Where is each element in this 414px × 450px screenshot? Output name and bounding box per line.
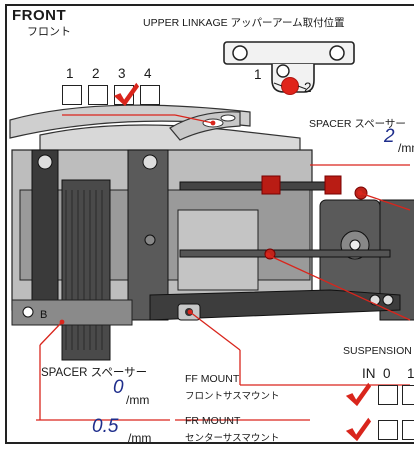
- ff-checkbox-0[interactable]: [378, 385, 398, 405]
- spacer-bottom-unit-1: /mm: [126, 393, 150, 407]
- spacer-bottom-unit-2: /mm: [128, 431, 152, 445]
- ff-checkmark-icon: [345, 382, 372, 407]
- chassis-illustration: B: [9, 104, 414, 361]
- position-number-2: 2: [92, 66, 100, 81]
- spacer-bottom-label: SPACER スペーサー: [41, 367, 148, 379]
- sheet-frame: [5, 4, 414, 444]
- ff-mount-label: FF MOUNT: [185, 373, 240, 385]
- spacer-top-unit: /mm: [398, 141, 414, 155]
- suspension-in-label: IN: [362, 366, 376, 381]
- fr-checkbox-0[interactable]: [378, 420, 398, 440]
- spacer-bottom-value-2: 0.5: [92, 416, 119, 437]
- suspension-number-0: 0: [383, 366, 391, 381]
- position-number-3: 3: [118, 66, 126, 81]
- suspension-number-1: 1: [407, 366, 414, 381]
- position-checkbox-2[interactable]: [88, 85, 108, 105]
- upper-linkage-part: [223, 41, 355, 95]
- position-number-4: 4: [144, 66, 152, 81]
- position-checkbox-1[interactable]: [62, 85, 82, 105]
- checkmark-icon: [113, 82, 140, 107]
- position-number-1: 1: [66, 66, 74, 81]
- spacer-top-value: 2: [384, 126, 395, 147]
- svg-text:B: B: [40, 309, 47, 321]
- upper-linkage-label: UPPER LINKAGE アッパーアーム取付位置: [143, 17, 345, 29]
- linkage-hole-2-label: 2: [304, 80, 312, 95]
- fr-mount-sub: センターサスマウント: [185, 433, 280, 444]
- callout-dots: [59, 120, 363, 325]
- page-subtitle: フロント: [27, 26, 71, 38]
- page-title: FRONT: [12, 7, 67, 24]
- spacer-top-label: SPACER スペーサー: [309, 118, 406, 130]
- fr-checkbox-1[interactable]: [402, 420, 414, 440]
- ff-mount-sub: フロントサスマウント: [185, 391, 280, 402]
- linkage-hole-1-label: 1: [254, 67, 262, 82]
- fr-checkmark-icon: [345, 417, 372, 442]
- ff-checkbox-1[interactable]: [402, 385, 414, 405]
- suspension-label: SUSPENSION: [343, 345, 412, 357]
- fr-mount-label: FR MOUNT: [185, 415, 241, 427]
- spacer-bottom-value-1: 0: [113, 377, 124, 398]
- position-checkbox-4[interactable]: [140, 85, 160, 105]
